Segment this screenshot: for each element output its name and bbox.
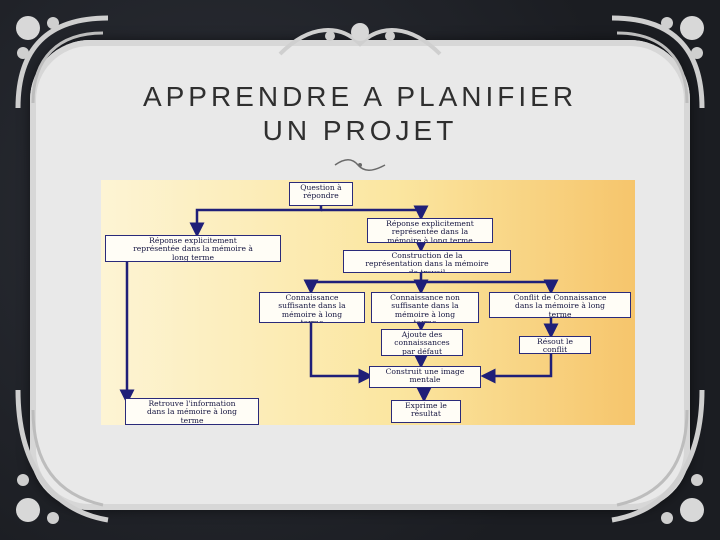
box-knowledge-sufficient: Connaissance suffisante dans la mémoire …: [259, 292, 365, 323]
box-resolve-conflict: Résout le conflit: [519, 336, 591, 354]
ornament-bottom-right-icon: [611, 389, 705, 524]
ornament-top-center-icon: [278, 23, 442, 56]
box-question: Question à répondre: [289, 182, 353, 206]
box-mental-image: Construit une image mentale: [369, 366, 481, 388]
divider-flourish-icon: [334, 159, 386, 171]
box-explicit-left: Réponse explicitement représentée dans l…: [105, 235, 281, 262]
slide-title: APPRENDRE A PLANIFIER UN PROJET: [80, 80, 640, 148]
title-line-1: APPRENDRE A PLANIFIER: [142, 81, 578, 112]
ornament-bottom-left-icon: [15, 389, 109, 524]
box-construct: Construction de la représentation dans l…: [343, 250, 511, 273]
box-retrieve: Retrouve l'information dans la mémoire à…: [125, 398, 259, 425]
box-express: Exprime le résultat: [391, 400, 461, 423]
title-line-2: UN PROJET: [262, 115, 458, 146]
box-conflict: Conflit de Connaissance dans la mémoire …: [489, 292, 631, 318]
ornament-top-left-icon: [15, 15, 109, 109]
box-add-defaults: Ajoute des connaissances par défaut: [381, 329, 463, 356]
flowchart-connectors: [119, 205, 559, 405]
ornament-top-right-icon: [611, 15, 705, 109]
box-knowledge-insufficient: Connaissance non suffisante dans la mémo…: [371, 292, 479, 323]
box-explicit-lt: Réponse explicitement représentée dans l…: [367, 218, 493, 243]
flowchart: Question à répondre Réponse explicitemen…: [101, 180, 635, 425]
